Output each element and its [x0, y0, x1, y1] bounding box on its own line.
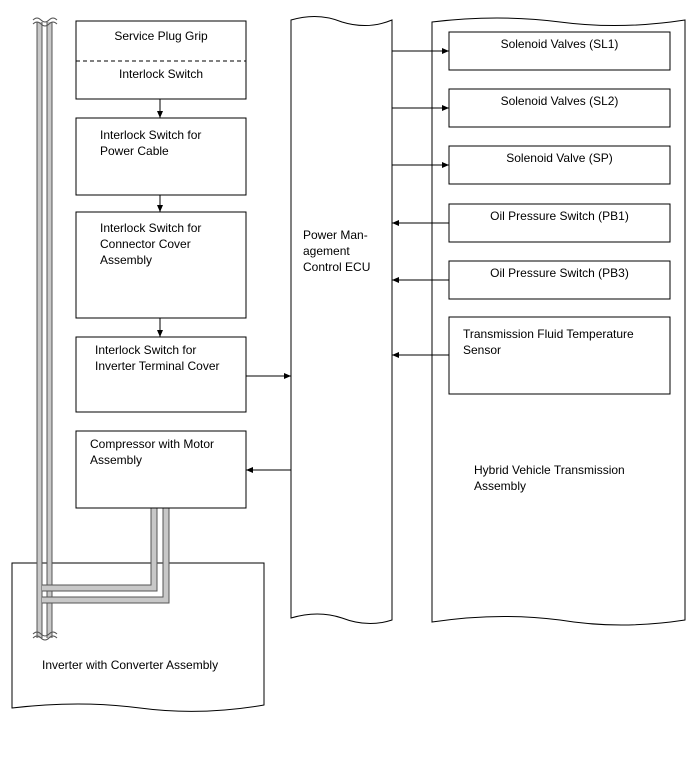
transmission-label: Hybrid Vehicle Transmission Assembly [474, 462, 625, 494]
compressor-box [75, 430, 247, 509]
fluid-temp-sensor-line-2: Sensor [463, 343, 502, 357]
compressor-line-1: Compressor with Motor [90, 437, 215, 451]
pb1-box [448, 203, 671, 243]
interlock-inverter-cover-line-1: Interlock Switch for [95, 343, 197, 357]
interlock-inverter-cover-line-2: Inverter Terminal Cover [95, 359, 220, 373]
interlock-power-cable-line-2: Power Cable [100, 144, 169, 158]
compressor-label: Compressor with Motor Assembly [90, 436, 214, 468]
sp-box [448, 145, 671, 185]
service-plug-grip-box [75, 20, 247, 100]
sp-label: Solenoid Valve (SP) [506, 151, 613, 165]
interlock-power-cable-line-1: Interlock Switch for [100, 128, 202, 142]
ecu-label: Power Man- agement Control ECU [303, 227, 370, 275]
interlock-connector-cover-box [75, 211, 247, 319]
compressor-line-2: Assembly [90, 453, 143, 467]
ecu-line-3: Control ECU [303, 260, 371, 274]
transmission-line-2: Assembly [474, 479, 527, 493]
inverter-label: Inverter with Converter Assembly [42, 658, 219, 672]
interlock-connector-cover-line-3: Assembly [100, 253, 153, 267]
sl1-box [448, 31, 671, 71]
pb1-label: Oil Pressure Switch (PB1) [490, 209, 629, 223]
interlock-inverter-cover-box [75, 336, 247, 413]
ecu-block [290, 16, 393, 624]
interlock-power-cable-box [75, 117, 247, 196]
interlock-inverter-cover-label: Interlock Switch for Inverter Terminal C… [95, 342, 220, 374]
pb3-box [448, 260, 671, 300]
compressor-cable [42, 508, 170, 604]
fluid-temp-sensor-label: Transmission Fluid Temperature Sensor [463, 326, 634, 358]
pb3-label: Oil Pressure Switch (PB3) [490, 266, 629, 280]
service-plug-cable [32, 17, 58, 641]
ecu-line-1: Power Man- [303, 228, 368, 242]
fluid-temp-sensor-box [448, 316, 671, 395]
sl2-label: Solenoid Valves (SL2) [500, 94, 619, 108]
interlock-connector-cover-line-2: Connector Cover [100, 237, 191, 251]
transmission-line-1: Hybrid Vehicle Transmission [474, 463, 625, 477]
interlock-switch-label: Interlock Switch [118, 67, 204, 81]
service-plug-grip-label: Service Plug Grip [114, 29, 208, 43]
fluid-temp-sensor-line-1: Transmission Fluid Temperature [463, 327, 634, 341]
interlock-connector-cover-label: Interlock Switch for Connector Cover Ass… [100, 220, 201, 268]
sl2-box [448, 88, 671, 128]
interlock-power-cable-label: Interlock Switch for Power Cable [100, 127, 201, 159]
ecu-line-2: agement [303, 244, 350, 258]
sl1-label: Solenoid Valves (SL1) [500, 37, 619, 51]
interlock-connector-cover-line-1: Interlock Switch for [100, 221, 202, 235]
